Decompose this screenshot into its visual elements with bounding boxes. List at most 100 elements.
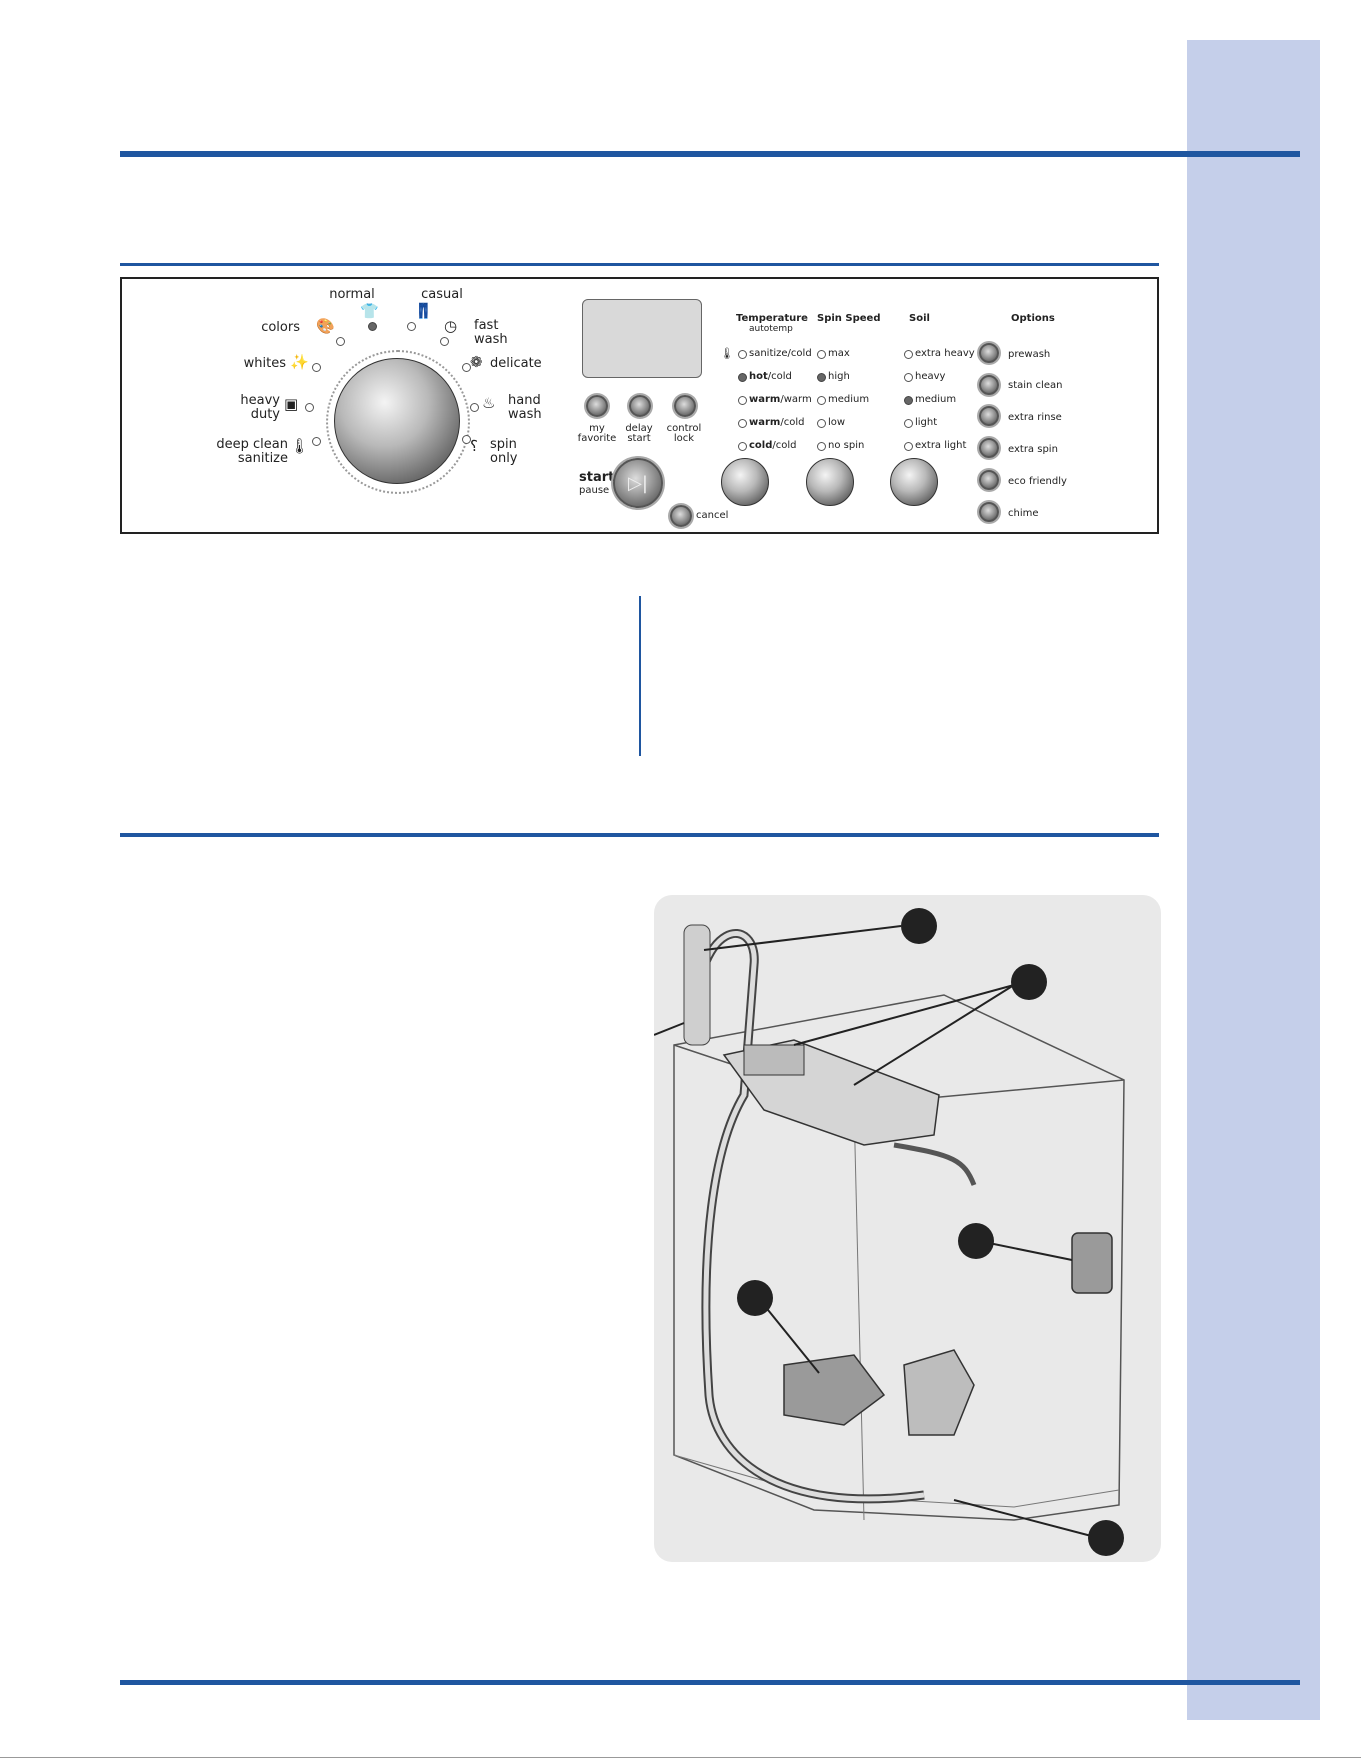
temp-option-3-indicator[interactable] [738, 396, 747, 405]
cycle-fast-wash-label-1: fast [474, 318, 499, 333]
panel-rule [120, 263, 1159, 266]
delay-start-button[interactable] [629, 395, 651, 417]
cycle-knob-ring [326, 350, 470, 494]
option-prewash-label: prewash [1008, 349, 1051, 360]
soil-option-2-indicator[interactable] [904, 373, 913, 382]
temp-option-5-indicator[interactable] [738, 442, 747, 451]
cycle-spin-only-label-1: spin [490, 437, 517, 452]
motor-assembly [783, 1354, 886, 1426]
spin-option-4-indicator[interactable] [817, 419, 826, 428]
option-extra-rinse-button[interactable] [979, 406, 999, 426]
temp-option-2-indicator[interactable] [738, 373, 747, 382]
temp-option-1-indicator[interactable] [738, 350, 747, 359]
soil-knob[interactable] [890, 458, 938, 506]
cycle-spin-only-label-2: only [490, 451, 518, 466]
spin-option-5-indicator[interactable] [817, 442, 826, 451]
clock-icon: ◷ [444, 317, 458, 335]
callout-line-4 [763, 1304, 820, 1374]
callout-marker-1 [901, 908, 937, 944]
delay-start-label-2: start [627, 433, 651, 444]
cycle-fast-wash-label-2: wash [474, 332, 508, 347]
page-sidebar [1187, 40, 1320, 1720]
cycle-normal-label: normal [329, 287, 375, 302]
temperature-sub: autotemp [749, 324, 793, 334]
spin-option-4: low [828, 417, 846, 428]
cycle-selector-knob[interactable] [334, 358, 460, 484]
spin-option-2: high [828, 371, 850, 382]
control-panel: normal 👕 casual 👖 colors 🎨 fast wash ◷ w… [120, 277, 1159, 534]
soil-option-5-indicator[interactable] [904, 442, 913, 451]
play-pause-icon: ▷| [628, 472, 648, 494]
temp-option-4-indicator[interactable] [738, 419, 747, 428]
callout-line-2b [853, 984, 1015, 1086]
control-lock-label-2: lock [673, 433, 695, 444]
spiral-icon: ؟ [470, 437, 478, 455]
soil-heading: Soil [909, 313, 930, 324]
cycle-deep-clean-indicator[interactable] [312, 437, 321, 446]
section-divider [639, 596, 641, 756]
option-eco-friendly-button[interactable] [979, 470, 999, 490]
cycle-casual-indicator[interactable] [407, 322, 416, 331]
flower-icon: ❁ [470, 353, 483, 371]
cycle-heavy-duty-label-1: heavy [240, 393, 280, 408]
start-label: start [579, 470, 615, 485]
cycle-whites-indicator[interactable] [312, 363, 321, 372]
soil-option-1-indicator[interactable] [904, 350, 913, 359]
option-prewash-button[interactable] [979, 343, 999, 363]
shirt-icon: 👕 [360, 302, 379, 320]
option-stain-clean-label: stain clean [1008, 380, 1063, 391]
cycle-deep-clean-label-1: deep clean [216, 437, 288, 452]
control-lock-button[interactable] [674, 395, 696, 417]
cycle-delicate-indicator[interactable] [462, 363, 471, 372]
cycle-fast-wash-indicator[interactable] [440, 337, 449, 346]
cycle-deep-clean-label-2: sanitize [237, 451, 288, 466]
middle-rule [120, 833, 1159, 837]
cycle-heavy-duty-label-2: duty [250, 407, 280, 422]
casual-shirt-icon: 👖 [414, 302, 433, 320]
cancel-button[interactable] [670, 505, 692, 527]
cycle-heavy-duty-indicator[interactable] [305, 403, 314, 412]
hose-guide [683, 924, 711, 1046]
spin-speed-knob[interactable] [806, 458, 854, 506]
option-chime-button[interactable] [979, 502, 999, 522]
callout-line-1 [703, 925, 902, 951]
cycle-hand-wash-indicator[interactable] [470, 403, 479, 412]
cycle-spin-only-indicator[interactable] [462, 435, 471, 444]
spin-option-1-indicator[interactable] [817, 350, 826, 359]
soil-option-5: extra light [915, 440, 967, 451]
overflow-hose [893, 1142, 977, 1186]
control-lock-label-1: control [666, 423, 702, 434]
cycle-normal-indicator[interactable] [368, 322, 377, 331]
soil-option-4-indicator[interactable] [904, 419, 913, 428]
spin-option-3-indicator[interactable] [817, 396, 826, 405]
callout-marker-3 [958, 1223, 994, 1259]
footer-line [0, 1757, 1361, 1758]
option-stain-clean-button[interactable] [979, 375, 999, 395]
my-favorite-label-1: my [589, 423, 605, 434]
callout-line-5 [953, 1499, 1100, 1539]
option-eco-friendly-label: eco friendly [1008, 476, 1067, 487]
cycle-casual-label: casual [421, 287, 463, 302]
callout-marker-2 [1011, 964, 1047, 1000]
thermometer-plus-icon: 🌡 [720, 347, 734, 360]
door-lock [1071, 1232, 1113, 1294]
top-rule [120, 151, 1300, 157]
washer-front-edge [853, 1104, 865, 1521]
callout-marker-5 [1088, 1520, 1124, 1556]
soil-option-1: extra heavy [915, 348, 975, 359]
cycle-colors-indicator[interactable] [336, 337, 345, 346]
lcd-display [582, 299, 702, 378]
soil-option-3-indicator[interactable] [904, 396, 913, 405]
soil-option-2: heavy [915, 371, 946, 382]
option-extra-rinse-label: extra rinse [1008, 412, 1062, 423]
cycle-whites-label: whites [243, 356, 286, 371]
options-heading: Options [1011, 313, 1055, 324]
option-extra-spin-button[interactable] [979, 438, 999, 458]
thermometer-plus-icon: 🌡 [290, 437, 310, 455]
temp-option-4: warm/cold [749, 417, 805, 428]
drain-pump [903, 1349, 975, 1436]
spin-option-2-indicator[interactable] [817, 373, 826, 382]
my-favorite-button[interactable] [586, 395, 608, 417]
temperature-knob[interactable] [721, 458, 769, 506]
start-pause-button[interactable]: ▷| [613, 458, 663, 508]
